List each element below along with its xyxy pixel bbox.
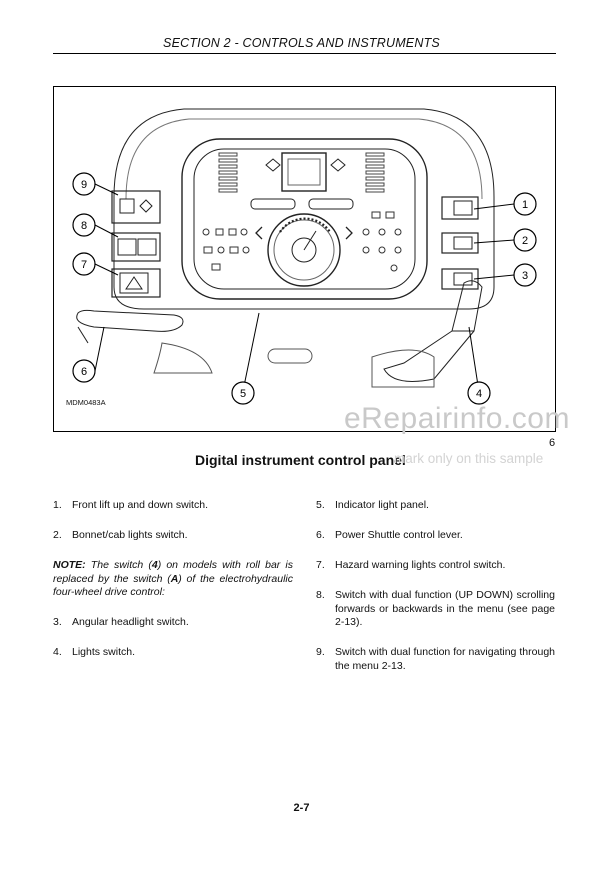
callout-6 [72,359,96,383]
legend-item-text: Angular headlight switch. [72,616,189,628]
note-ref-b: A [170,572,179,585]
legend-item-5: 5. Indicator light panel. [316,499,555,513]
callout-label-7: 7 [81,259,87,271]
callout-label-2: 2 [522,235,528,247]
legend-item-text: Indicator light panel. [335,499,429,511]
legend-item-text: Bonnet/cab lights switch. [72,529,188,541]
legend-left-column: 1. Front lift up and down switch. 2. Bon… [53,499,293,676]
legend-item-number: 2. [53,529,62,541]
note-paragraph: NOTE: The switch (4) on models with roll… [53,559,293,600]
section-header: SECTION 2 - CONTROLS AND INSTRUMENTS [163,36,440,50]
legend-item-number: 7. [316,559,325,571]
legend-item-text: Front lift up and down switch. [72,499,208,511]
legend-item-text: Switch with dual function (UP DOWN) scro… [335,589,555,628]
figure-number: 6 [549,437,556,449]
legend-item-number: 4. [53,646,62,658]
note-label: NOTE: [53,559,86,571]
note-text-a: The switch ( [85,559,152,571]
callout-1 [513,192,537,216]
callout-4 [467,381,491,405]
legend-item-3: 3. Angular headlight switch. [53,616,293,630]
watermark: eRepairinfo.com [344,402,570,435]
instrument-panel-illustration: 9 8 7 6 5 4 1 2 3 [72,108,537,405]
legend-item-2: 2. Bonnet/cab lights switch. [53,529,293,543]
legend-item-1: 1. Front lift up and down switch. [53,499,293,513]
legend-item-4: 4. Lights switch. [53,646,293,660]
figure-code: MDM0483A [66,398,106,407]
callout-label-8: 8 [81,220,87,232]
legend-item-number: 8. [316,589,325,601]
legend-item-text: Lights switch. [72,646,136,658]
legend-item-number: 9. [316,646,325,658]
legend-item-text: Power Shuttle control lever. [335,529,463,541]
callout-label-5: 5 [240,388,246,400]
legend-item-number: 5. [316,499,325,511]
note-ref-a: 4 [151,559,158,571]
callout-label-3: 3 [522,270,528,282]
callout-label-1: 1 [522,199,528,211]
header-rule [53,53,556,54]
legend-right-column: 5. Indicator light panel. 6. Power Shutt… [316,499,555,690]
legend-item-9: 9. Switch with dual function for navigat… [316,646,555,673]
callout-label-6: 6 [81,366,87,378]
page-number: 2-7 [293,802,310,814]
callout-label-9: 9 [81,179,87,191]
callout-8 [72,213,96,237]
callout-2 [513,228,537,252]
legend-item-6: 6. Power Shuttle control lever. [316,529,555,543]
legend-item-8: 8. Switch with dual function (UP DOWN) s… [316,589,555,630]
legend-item-number: 1. [53,499,62,511]
figure-caption: Digital instrument control panel [195,452,406,468]
callout-3 [513,263,537,287]
note-text-c: ) of the electrohydraulic four-wheel dri… [53,572,293,599]
legend-item-number: 3. [53,616,62,628]
callout-label-4: 4 [476,388,482,400]
callout-7 [72,252,96,276]
legend-item-text: Switch with dual function for navigating… [335,646,555,672]
legend-item-7: 7. Hazard warning lights control switch. [316,559,555,573]
legend-item-text: Hazard warning lights control switch. [335,559,506,571]
callout-9 [72,172,96,196]
callout-5 [231,381,255,405]
watermark-note: mark only on this sample [394,451,544,466]
note-text-b: ) on models with roll bar is replaced by… [53,559,293,585]
legend-item-number: 6. [316,529,325,541]
instrument-panel-figure: 9 8 7 6 5 4 1 2 3 MDM0483A [53,86,556,432]
